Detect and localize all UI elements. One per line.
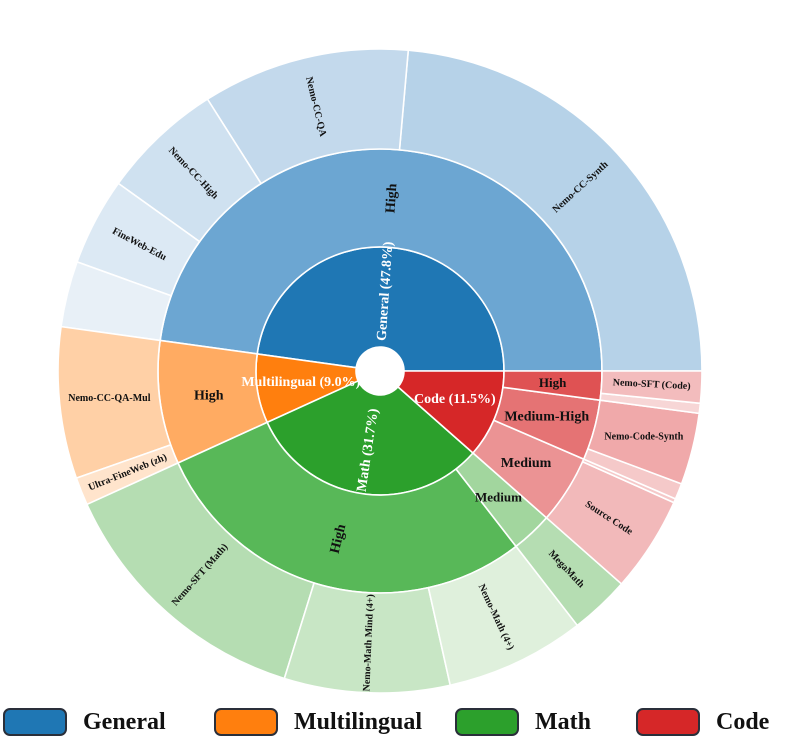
legend-item-multilingual: Multilingual — [214, 705, 422, 739]
legend-swatch-multilingual — [214, 708, 278, 736]
legend-label-multilingual: Multilingual — [294, 708, 423, 735]
ring2-label-math-medium: Medium — [475, 490, 522, 505]
ring3-label-code-high-nemo-sft-code: Nemo-SFT (Code) — [612, 377, 690, 392]
legend-label-general: General — [83, 708, 166, 735]
ring2-label-code-medium-high: Medium-High — [504, 410, 589, 425]
ring2-label-general-high: High — [383, 183, 400, 214]
legend-item-general: General — [3, 705, 166, 739]
ring3-label-math-high-nemo-math-mind-4: Nemo-Math Mind (4+) — [361, 594, 376, 692]
ring2-label-code-medium: Medium — [501, 456, 552, 471]
legend-item-code: Code — [636, 705, 769, 739]
ring1-label-multilingual: Multilingual (9.0%) — [241, 375, 360, 390]
ring2-label-code-high: High — [539, 375, 567, 390]
legend-swatch-general — [3, 708, 67, 736]
ring2-label-math-high: High — [328, 523, 350, 556]
legend: General Multilingual Math Code — [0, 705, 797, 741]
legend-swatch-code — [636, 708, 700, 736]
legend-swatch-math — [455, 708, 519, 736]
ring3-label-multilingual-high-nemo-cc-qa-mul: Nemo-CC-QA-Mul — [68, 393, 150, 404]
legend-label-code: Code — [716, 708, 770, 735]
legend-label-math: Math — [535, 708, 591, 735]
ring3-segment-code-high-nemo-sft-code — [600, 370, 703, 405]
legend-item-math: Math — [455, 705, 591, 739]
ring1-label-code: Code (11.5%) — [414, 392, 496, 407]
ring3-segment-general-high-nemo-cc-synth — [398, 49, 703, 372]
ring3-label-code-medium-high-nemo-code-synth: Nemo-Code-Synth — [604, 431, 683, 442]
ring1-label-general: General (47.8%) — [375, 241, 397, 342]
center-hole — [356, 347, 404, 395]
ring2-label-multilingual-high: High — [194, 388, 224, 403]
